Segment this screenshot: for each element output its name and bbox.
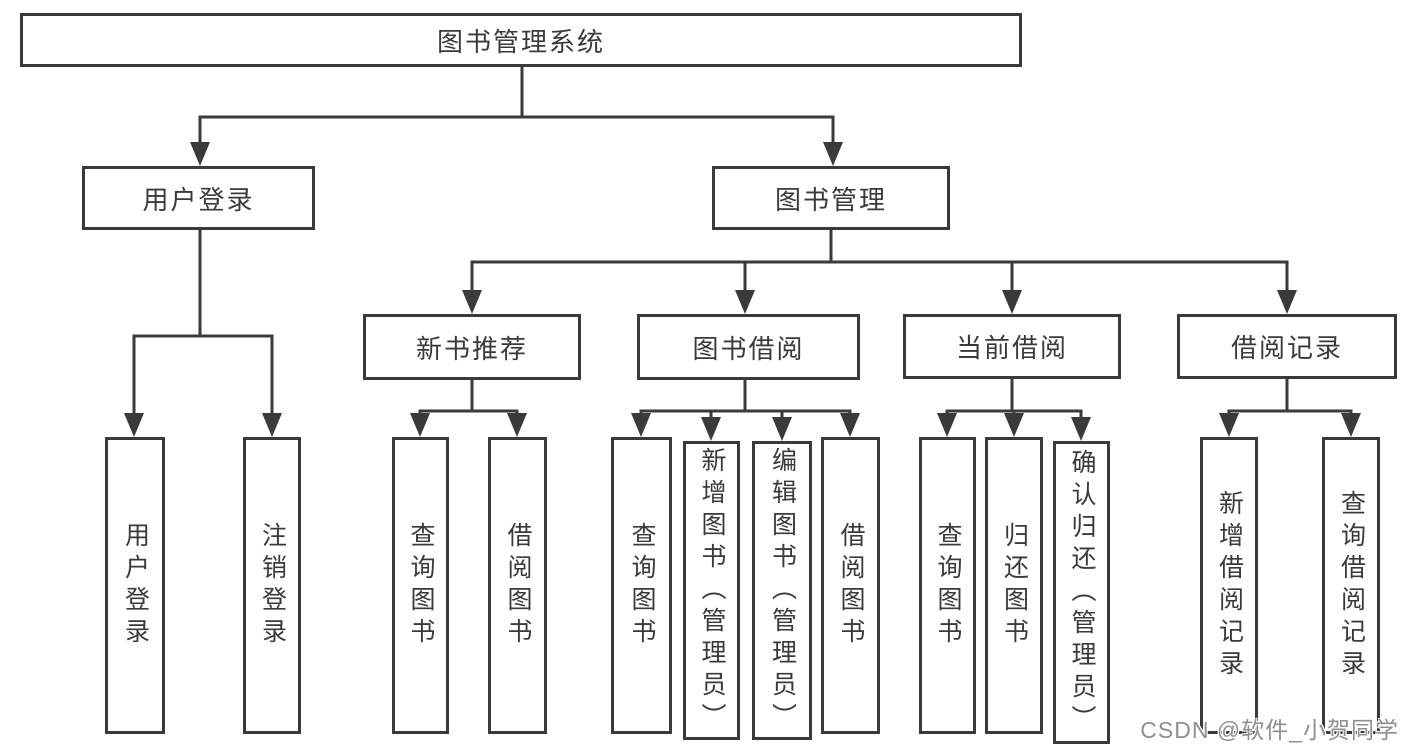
leaf-query-borrow-record-label: 查询借阅记录 bbox=[1337, 489, 1366, 682]
leaf-query-books-current: 查询图书 bbox=[919, 437, 976, 734]
leaf-edit-books-admin: 编辑图书（管理员） bbox=[752, 441, 812, 740]
node-new-book-recommendation-label: 新书推荐 bbox=[415, 333, 528, 364]
leaf-query-books-borrowing-label: 查询图书 bbox=[628, 521, 656, 650]
node-book-management: 图书管理 bbox=[712, 166, 950, 230]
leaf-user-login-label: 用户登录 bbox=[121, 521, 150, 650]
leaf-return-books: 归还图书 bbox=[985, 437, 1043, 734]
leaf-query-books-current-label: 查询图书 bbox=[934, 521, 962, 650]
leaf-user-login: 用户登录 bbox=[105, 437, 165, 734]
leaf-borrow-books-label: 借阅图书 bbox=[837, 521, 865, 650]
node-user-login: 用户登录 bbox=[82, 166, 315, 230]
node-user-login-label: 用户登录 bbox=[142, 184, 255, 215]
leaf-query-books-borrowing: 查询图书 bbox=[611, 437, 672, 734]
node-library-management-system-label: 图书管理系统 bbox=[436, 26, 605, 57]
leaf-borrow-books-recommend: 借阅图书 bbox=[488, 437, 547, 734]
csdn-watermark: CSDN @软件_小贺同学 bbox=[1140, 717, 1399, 743]
node-new-book-recommendation: 新书推荐 bbox=[363, 314, 581, 380]
node-current-borrowing: 当前借阅 bbox=[903, 314, 1121, 379]
leaf-query-books-recommend: 查询图书 bbox=[392, 437, 449, 734]
leaf-query-borrow-record: 查询借阅记录 bbox=[1322, 437, 1380, 734]
leaf-add-books-admin-label: 新增图书（管理员） bbox=[698, 446, 726, 735]
leaf-borrow-books-recommend-label: 借阅图书 bbox=[504, 521, 532, 650]
leaf-confirm-return-admin-label: 确认归还（管理员） bbox=[1068, 448, 1096, 737]
leaf-confirm-return-admin: 确认归还（管理员） bbox=[1053, 441, 1110, 744]
node-borrowing-records: 借阅记录 bbox=[1177, 314, 1397, 379]
leaf-return-books-label: 归还图书 bbox=[1000, 521, 1029, 650]
node-current-borrowing-label: 当前借阅 bbox=[955, 333, 1068, 363]
leaf-add-borrow-record-label: 新增借阅记录 bbox=[1215, 489, 1244, 682]
node-borrowing-records-label: 借阅记录 bbox=[1230, 333, 1343, 363]
leaf-query-books-recommend-label: 查询图书 bbox=[407, 521, 435, 650]
leaf-logout-label: 注销登录 bbox=[258, 521, 287, 650]
leaf-borrow-books: 借阅图书 bbox=[821, 437, 880, 734]
node-book-management-label: 图书管理 bbox=[774, 184, 887, 215]
leaf-add-borrow-record: 新增借阅记录 bbox=[1200, 437, 1258, 734]
leaf-logout: 注销登录 bbox=[243, 437, 301, 734]
node-book-borrowing-label: 图书借阅 bbox=[692, 333, 805, 364]
leaf-edit-books-admin-label: 编辑图书（管理员） bbox=[768, 446, 797, 735]
leaf-add-books-admin: 新增图书（管理员） bbox=[683, 441, 740, 740]
node-book-borrowing: 图书借阅 bbox=[637, 314, 860, 380]
node-library-management-system: 图书管理系统 bbox=[20, 13, 1022, 67]
